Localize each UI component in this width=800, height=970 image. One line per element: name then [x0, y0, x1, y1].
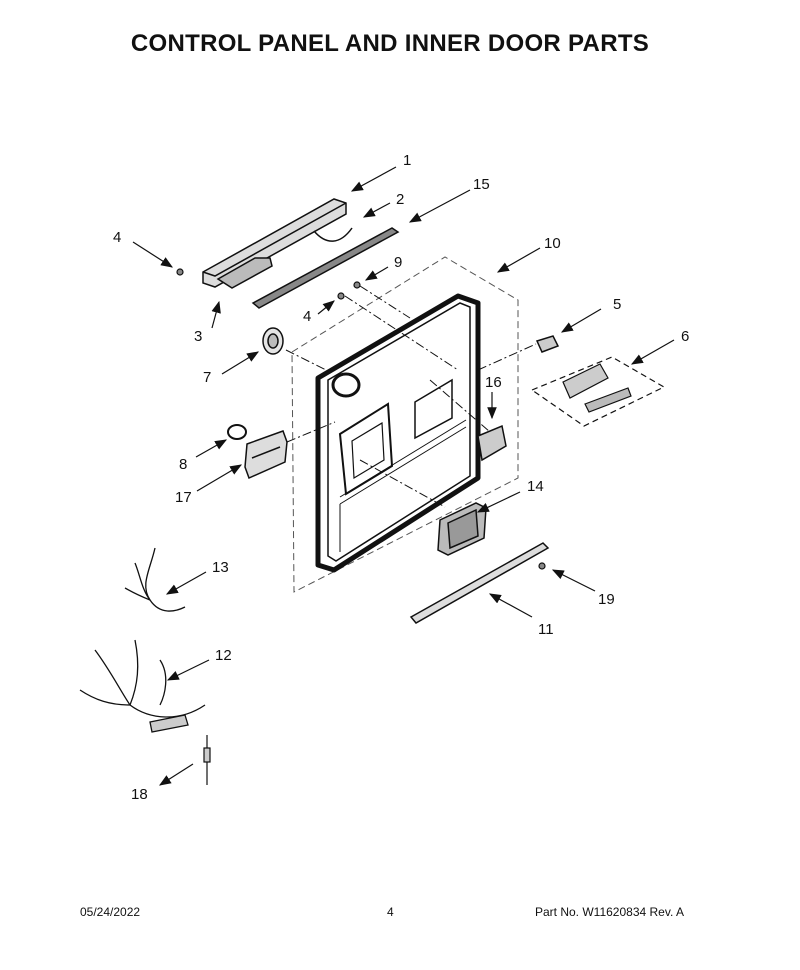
dispenser-housing: [244, 430, 288, 480]
control-board: [530, 356, 666, 427]
callout-9: 9: [394, 254, 402, 271]
callout-18: 18: [131, 786, 148, 803]
callout-19: 19: [598, 591, 615, 608]
callout-1: 1: [403, 152, 411, 169]
wire-harness-12: [79, 639, 206, 733]
vent-cap: [262, 327, 284, 355]
callout-8: 8: [179, 456, 187, 473]
callout-5: 5: [613, 296, 621, 313]
callout-labels: 1 2 3 4 4 6 7 8 9 10 11 12 13 14 15 16 1…: [113, 152, 689, 803]
callout-4-mid: 4: [303, 308, 311, 325]
panel-cable: [313, 227, 353, 242]
callout-17: 17: [175, 489, 192, 506]
callout-4-left: 4: [113, 229, 121, 246]
screws: [176, 268, 546, 570]
footer-date: 05/24/2022: [80, 905, 141, 919]
callout-12: 12: [215, 647, 232, 664]
callout-11: 11: [538, 621, 554, 638]
callout-2: 2: [396, 191, 404, 208]
door-latch: [477, 424, 507, 462]
control-panel-bar: [202, 198, 347, 289]
bottom-trim-strip: [409, 542, 550, 624]
callout-leaders: [132, 166, 675, 786]
callout-6: 6: [681, 328, 689, 345]
callout-10: 10: [544, 235, 561, 252]
inner-door-dashed-outline: [291, 256, 519, 593]
assembly-guide-lines: [285, 285, 537, 508]
footer-page-number: 4: [387, 905, 394, 919]
callout-13: 13: [212, 559, 229, 576]
sensor-module: [535, 335, 560, 353]
callout-3: 3: [194, 328, 202, 345]
page-title: CONTROL PANEL AND INNER DOOR PARTS: [130, 30, 650, 57]
panel-strip: [251, 227, 400, 309]
callout-14: 14: [527, 478, 544, 495]
wire-harness-13: [124, 547, 186, 612]
dispenser-module: [437, 502, 487, 556]
callout-7: 7: [203, 369, 211, 386]
gasket-ring: [227, 424, 247, 440]
callout-15: 15: [473, 176, 490, 193]
thermal-fuse: [203, 735, 211, 785]
footer-part-number: Part No. W11620834 Rev. A: [535, 905, 684, 919]
inner-door-panel: [315, 293, 481, 573]
callout-16: 16: [485, 374, 502, 391]
